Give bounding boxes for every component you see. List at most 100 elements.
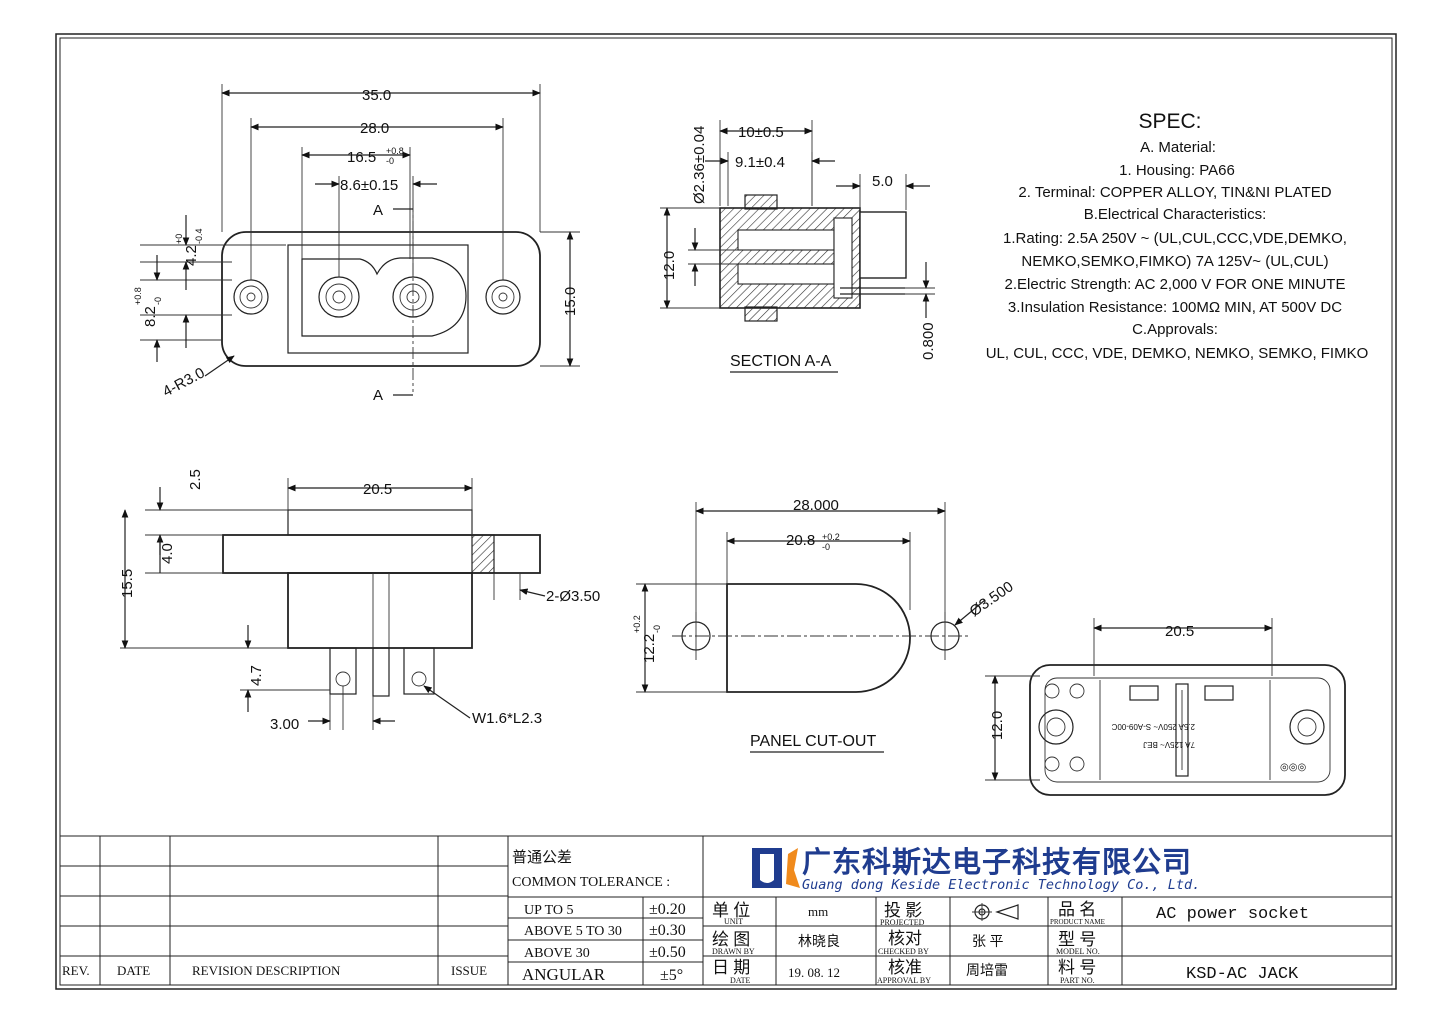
checked-label-cn: 核对: [888, 929, 922, 948]
panel-dim-20-8-tol-low: -0: [822, 542, 830, 552]
part-no-value: KSD-AC JACK: [1186, 965, 1299, 984]
tolerance-title-cn: 普通公差: [512, 849, 572, 866]
dim-4-r3: 4-R3.0: [160, 364, 208, 400]
product-label-cn: 品 名: [1058, 900, 1096, 919]
approval-label-en: APPROVAL BY: [877, 976, 931, 985]
side-dim-2-5: 2.5: [187, 469, 204, 490]
dim-5: 5.0: [872, 173, 893, 190]
dim-0-8: 0.800: [920, 322, 937, 360]
dim-35: 35.0: [362, 87, 391, 104]
dim-16-5-tol-low: -0: [386, 156, 394, 166]
unit-label-en: UNIT: [724, 917, 743, 926]
approval-label-cn: 核准: [888, 958, 922, 977]
drawn-label-en: DRAWN BY: [712, 947, 755, 956]
title-block: REV. DATE REVISION DESCRIPTION ISSUE 普通公…: [60, 835, 1392, 985]
section-mark-bottom: A: [373, 387, 383, 404]
approval-by-value: 周培雷: [966, 963, 1008, 979]
rear-dim-20-5: 20.5: [1165, 623, 1194, 640]
spec-line-9: UL, CUL, CCC, VDE, DEMKO, NEMKO, SEMKO, …: [986, 345, 1369, 362]
dim-10: 10±0.5: [738, 124, 784, 141]
model-label-cn: 型 号: [1058, 930, 1096, 949]
section-mark-top: A: [373, 202, 383, 219]
svg-text:◎◎◎: ◎◎◎: [1280, 762, 1306, 773]
checked-label-en: CHECKED BY: [878, 947, 929, 956]
outer-border: [55, 33, 1397, 990]
date-label-cn: 日 期: [712, 958, 750, 977]
dim-4-2-tol-up: +0: [174, 234, 184, 244]
company-name-cn: 广东科斯达电子科技有限公司: [802, 845, 1192, 879]
spec-line-2: 2. Terminal: COPPER ALLOY, TIN&NI PLATED: [1018, 184, 1331, 201]
drawn-by-value: 林晓良: [798, 934, 840, 950]
svg-text:7A 125V~ BEJ: 7A 125V~ BEJ: [1143, 740, 1195, 749]
company-logo: [752, 848, 800, 888]
date-value: 19. 08. 12: [788, 965, 840, 980]
unit-label-cn: 单 位: [712, 901, 750, 920]
dim-16-5: 16.5: [347, 149, 376, 166]
panel-dim-12-2-tol-up: +0.2: [632, 615, 642, 633]
model-label-en: MODEL NO.: [1056, 947, 1100, 956]
tol-value-0: ±0.20: [649, 901, 686, 918]
date-header: DATE: [117, 963, 150, 978]
side-dim-pin: W1.6*L2.3: [472, 710, 542, 727]
projected-label-cn: 投 影: [884, 901, 922, 920]
section-view: 10±0.5 9.1±0.4 5.0 Ø2.36±0.04 12.0 0.800…: [660, 120, 937, 373]
checked-by-value: 张 平: [972, 934, 1004, 950]
inner-border: [59, 37, 1393, 986]
spec-line-4: 1.Rating: 2.5A 250V ~ (UL,CUL,CCC,VDE,DE…: [1003, 230, 1347, 247]
tol-range-2: ABOVE 30: [524, 946, 590, 961]
spec-line-5: NEMKO,SEMKO,FIMKO) 7A 125V~ (UL,CUL): [1021, 253, 1328, 270]
dim-12: 12.0: [661, 251, 678, 280]
rev-header: REV.: [62, 963, 90, 978]
dim-4-2-tol-low: -0.4: [194, 228, 204, 244]
dim-8-6: 8.6±0.15: [340, 177, 398, 194]
dim-15: 15.0: [562, 287, 579, 316]
dim-d2-36: Ø2.36±0.04: [691, 126, 708, 204]
spec-heading: SPEC:: [1138, 110, 1201, 133]
tolerance-title-en: COMMON TOLERANCE :: [512, 875, 670, 890]
tol-value-2: ±0.50: [649, 944, 686, 961]
spec-line-7: 3.Insulation Resistance: 100MΩ MIN, AT 5…: [1008, 299, 1342, 316]
panel-title: PANEL CUT-OUT: [750, 733, 876, 750]
panel-dim-28: 28.000: [793, 497, 839, 514]
section-title: SECTION A-A: [730, 353, 832, 370]
side-view: 20.5 2.5 4.0 15.5 2-Ø3.50 4.7 3.00 W1.6*…: [119, 469, 600, 733]
dim-8-2-tol-low: -0: [153, 297, 163, 305]
tol-range-1: ABOVE 5 TO 30: [524, 924, 622, 939]
spec-line-3: B.Electrical Characteristics:: [1084, 206, 1267, 223]
svg-text:2.5A 250V~ S-A09-00C: 2.5A 250V~ S-A09-00C: [1111, 722, 1195, 731]
tol-value-1: ±0.30: [649, 922, 686, 939]
spec-line-0: A. Material:: [1140, 139, 1216, 156]
side-dim-3: 3.00: [270, 716, 299, 733]
spec-block: SPEC: A. Material: 1. Housing: PA66 2. T…: [986, 110, 1369, 362]
dim-9-1: 9.1±0.4: [735, 154, 785, 171]
part-label-cn: 料 号: [1058, 958, 1096, 977]
rear-dim-12: 12.0: [989, 711, 1006, 740]
spec-line-8: C.Approvals:: [1132, 321, 1218, 338]
dim-8-2: 8.2: [142, 306, 159, 327]
projected-label-en: PROJECTED: [880, 918, 925, 927]
tol-range-0: UP TO 5: [524, 903, 574, 918]
side-dim-2-d3-5: 2-Ø3.50: [546, 588, 600, 605]
panel-dim-20-8: 20.8: [786, 532, 815, 549]
date-label-en: DATE: [730, 976, 751, 985]
projection-symbol-icon: [972, 903, 1019, 921]
issue-header: ISSUE: [451, 963, 487, 978]
panel-dim-20-8-tol-up: +0.2: [822, 532, 840, 542]
side-dim-4: 4.0: [159, 543, 176, 564]
product-label-en: PRODUCT NAME: [1050, 918, 1105, 926]
panel-dim-d3-5: Ø3.500: [967, 578, 1017, 620]
rear-view: 2.5A 250V~ S-A09-00C 7A 125V~ BEJ ◎◎◎ 20…: [985, 618, 1346, 796]
dim-4-2: 4.2: [183, 245, 200, 266]
drawn-label-cn: 绘 图: [712, 930, 750, 949]
tol-range-3: ANGULAR: [522, 965, 606, 984]
part-label-en: PART NO.: [1060, 976, 1095, 985]
side-dim-15-5: 15.5: [119, 569, 136, 598]
dim-8-2-tol-up: +0.8: [133, 287, 143, 305]
panel-dim-12-2-tol-low: -0: [652, 625, 662, 633]
dim-16-5-tol-up: +0.8: [386, 146, 404, 156]
side-dim-20-5: 20.5: [363, 481, 392, 498]
panel-cutout-view: 28.000 20.8 +0.2 -0 Ø3.500 12.2 +0.2 -0 …: [632, 497, 1017, 753]
spec-line-1: 1. Housing: PA66: [1119, 162, 1235, 179]
side-dim-4-7: 4.7: [248, 665, 265, 686]
